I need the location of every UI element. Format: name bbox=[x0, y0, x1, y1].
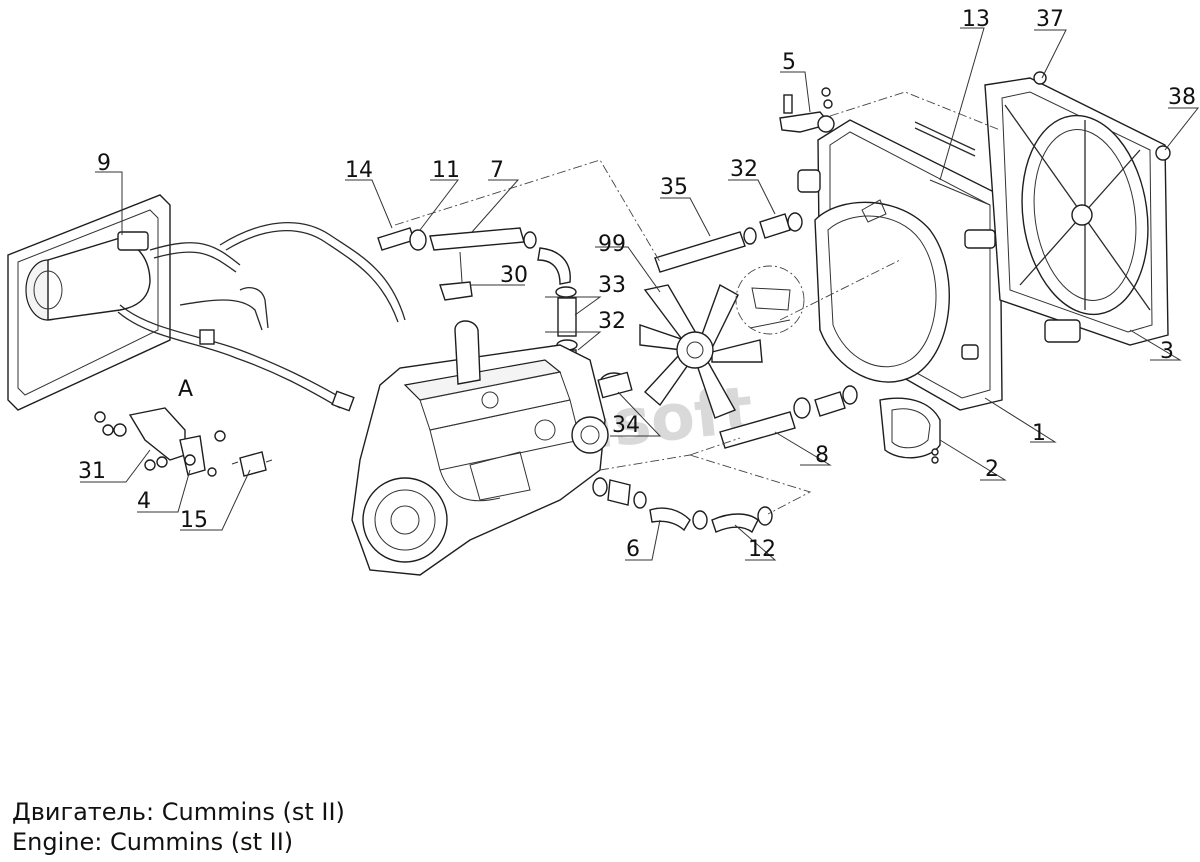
radiator-assembly bbox=[797, 119, 1003, 411]
callout-1: 1 bbox=[1032, 421, 1046, 446]
callout-12: 12 bbox=[748, 537, 776, 562]
callout-30: 30 bbox=[500, 263, 528, 288]
callout-4: 4 bbox=[137, 489, 151, 514]
pipe-35 bbox=[654, 212, 803, 273]
callout-37: 37 bbox=[1036, 7, 1064, 32]
callout-34: 34 bbox=[612, 413, 640, 438]
caption-russian: Двигатель: Cummins (st II) bbox=[12, 798, 345, 826]
callout-2: 2 bbox=[985, 457, 999, 482]
fan-assembly bbox=[597, 265, 805, 419]
callout-13: 13 bbox=[962, 7, 990, 32]
shroud-part-2 bbox=[879, 397, 941, 464]
bracket-5 bbox=[779, 87, 976, 157]
callout-8: 8 bbox=[815, 443, 829, 468]
fan-shroud bbox=[984, 71, 1171, 346]
callout-7: 7 bbox=[490, 158, 504, 183]
leader-lines bbox=[80, 27, 1200, 561]
engine-block bbox=[351, 320, 609, 576]
callout-11: 11 bbox=[432, 158, 460, 183]
upper-hoses bbox=[377, 227, 571, 301]
callout-35: 35 bbox=[660, 175, 688, 200]
callout-14: 14 bbox=[345, 158, 373, 183]
view-label-a: A bbox=[178, 377, 193, 402]
callout-38: 38 bbox=[1168, 85, 1196, 110]
callout-9: 9 bbox=[97, 151, 111, 176]
callout-6: 6 bbox=[626, 537, 640, 562]
caption-english: Engine: Cummins (st II) bbox=[12, 828, 294, 856]
callout-32-left: 32 bbox=[598, 309, 626, 334]
callout-labels: 9 A 31 4 15 14 11 7 30 99 33 32 34 35 32… bbox=[78, 7, 1196, 562]
callout-31: 31 bbox=[78, 459, 106, 484]
callout-32-right: 32 bbox=[730, 157, 758, 182]
bracket-group-a bbox=[94, 407, 273, 477]
callout-15: 15 bbox=[180, 508, 208, 533]
callout-5: 5 bbox=[782, 50, 796, 75]
guide-lines bbox=[394, 91, 1001, 515]
air-cleaner-assembly bbox=[7, 194, 406, 412]
callout-33: 33 bbox=[598, 273, 626, 298]
lower-hoses bbox=[592, 385, 858, 534]
callout-99: 99 bbox=[598, 232, 626, 257]
callout-3: 3 bbox=[1160, 339, 1174, 364]
